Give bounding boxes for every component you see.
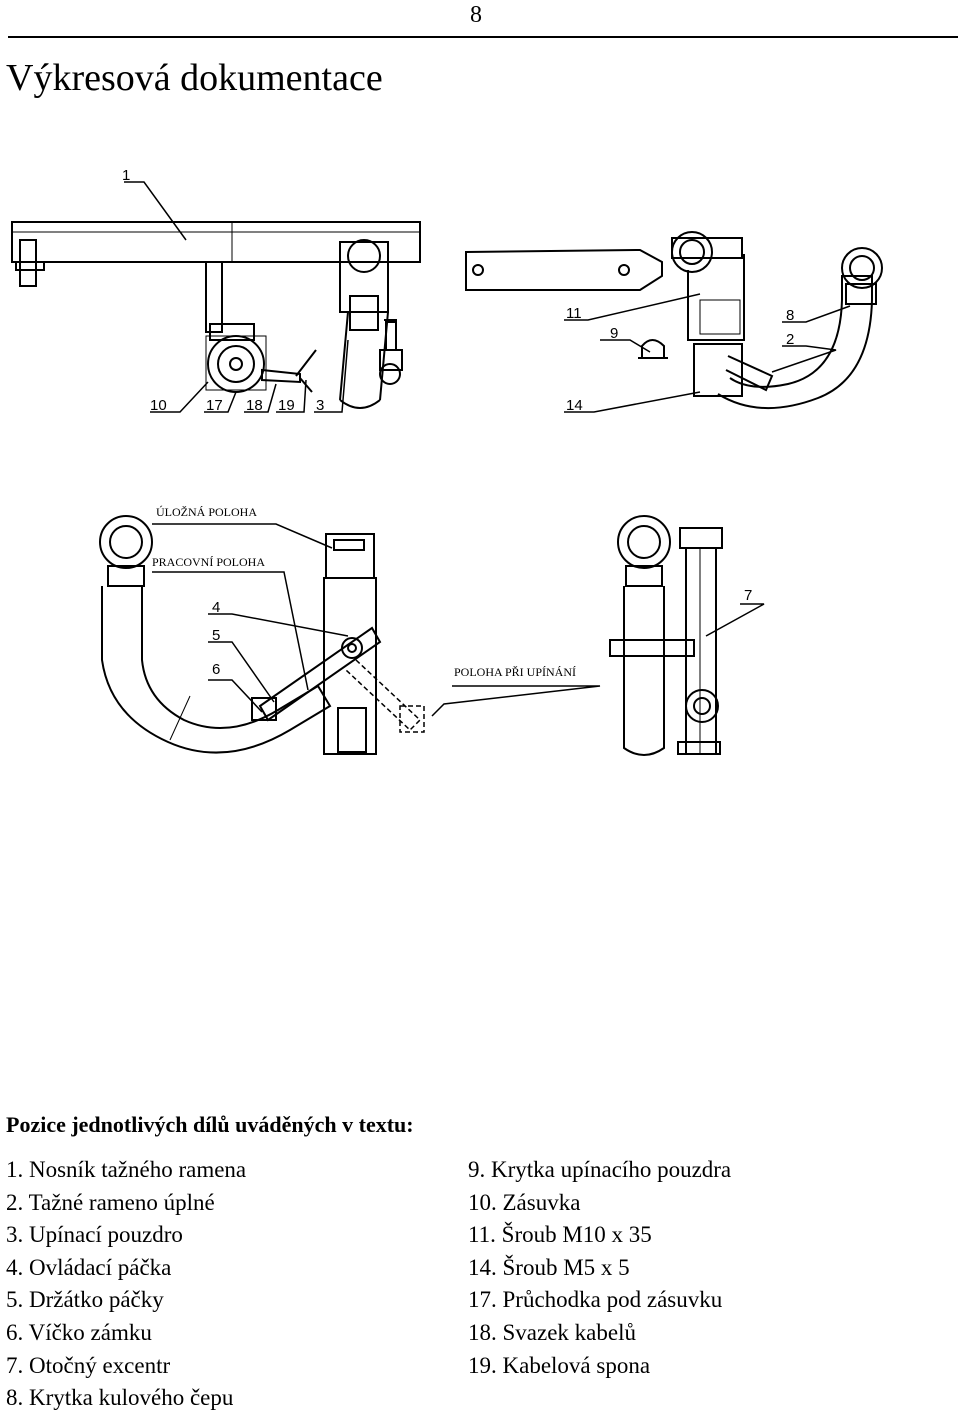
- tow-arm: [717, 275, 873, 410]
- legend-item: 17. Průchodka pod zásuvku: [468, 1287, 723, 1313]
- tow-arm: [623, 586, 665, 756]
- legend-item: 8. Krytka kulového čepu: [6, 1385, 234, 1411]
- callout-18: 18: [246, 397, 263, 414]
- tow-ball: [841, 247, 883, 289]
- callout-3: 3: [316, 397, 324, 414]
- legend-item: 19. Kabelová spona: [468, 1352, 651, 1378]
- legend-item: 2. Tažné rameno úplné: [6, 1189, 215, 1215]
- mounting-bracket: [465, 248, 663, 291]
- leader-lines: [124, 181, 851, 717]
- legend-item: 6. Víčko zámku: [6, 1319, 152, 1345]
- callout-4: 4: [212, 599, 220, 616]
- callout-5: 5: [212, 627, 220, 644]
- hanger-plate: [205, 261, 223, 333]
- tow-ball: [99, 515, 153, 569]
- clamp-sleeve: [323, 577, 377, 755]
- callout-6: 6: [212, 661, 220, 678]
- callout-9: 9: [610, 325, 618, 342]
- legend-item: 5. Držátko páčky: [6, 1287, 164, 1313]
- legend-item: 3. Upínací pouzdro: [6, 1222, 183, 1248]
- header-rule: [8, 36, 958, 38]
- tow-arm: [101, 586, 332, 754]
- legend-item: 14. Šroub M5 x 5: [468, 1254, 630, 1280]
- legend-item: 4. Ovládací páčka: [6, 1254, 172, 1280]
- legend-item: 7. Otočný excentr: [6, 1352, 171, 1378]
- clamp-housing: [339, 241, 389, 313]
- page-title: Výkresová dokumentace: [6, 57, 383, 99]
- legend-item: 1. Nosník tažného ramena: [6, 1157, 247, 1182]
- beam-assembly-view: [11, 221, 421, 409]
- callout-17: 17: [206, 397, 223, 414]
- label-clamping-position: POLOHA PŘI UPÍNÁNÍ: [454, 665, 576, 679]
- callout-14: 14: [566, 397, 583, 414]
- positions-view: [99, 515, 425, 755]
- callout-8: 8: [786, 307, 794, 324]
- legend-list-left: 1. Nosník tažného ramena 2. Tažné rameno…: [6, 1154, 246, 1415]
- legend-item: 11. Šroub M10 x 35: [468, 1222, 652, 1248]
- callout-19: 19: [278, 397, 295, 414]
- legend-item: 18. Svazek kabelů: [468, 1319, 636, 1345]
- callout-10: 10: [150, 397, 167, 414]
- legend-item: 10. Zásuvka: [468, 1189, 581, 1215]
- callout-7: 7: [744, 587, 752, 604]
- callout-11: 11: [566, 305, 582, 322]
- rear-view: [609, 515, 723, 756]
- socket-outline: [207, 335, 265, 393]
- legend-list-right: 9. Krytka upínacího pouzdra 10. Zásuvka …: [468, 1154, 731, 1382]
- callout-2: 2: [786, 331, 794, 348]
- page-number: 8: [470, 2, 482, 28]
- label-working-position: PRACOVNÍ POLOHA: [152, 555, 265, 569]
- legend-heading: Pozice jednotlivých dílů uváděných v tex…: [6, 1112, 414, 1137]
- label-stowed-position: ÚLOŽNÁ POLOHA: [156, 505, 257, 519]
- callout-1: 1: [122, 167, 130, 184]
- tow-ball: [617, 515, 671, 569]
- side-view-with-arm: [465, 231, 883, 410]
- legend-item: 9. Krytka upínacího pouzdra: [468, 1157, 732, 1182]
- technical-drawing: 1 10 17 18 19 3 11 9 14 8 2 4 5 6 7 ÚLOŽ…: [11, 167, 883, 756]
